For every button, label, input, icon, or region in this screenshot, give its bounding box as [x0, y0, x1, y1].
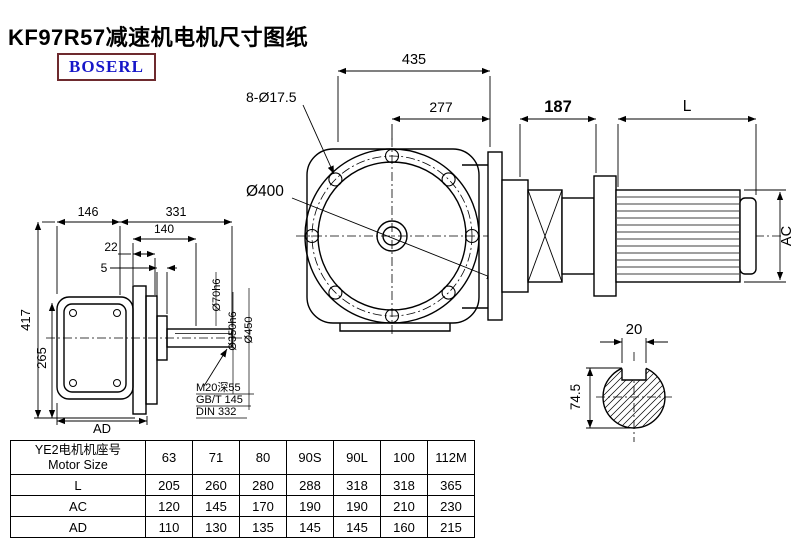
row-label-l: L: [10, 474, 146, 496]
left-view-outline: [56, 285, 233, 415]
table-cell: 260: [192, 474, 240, 496]
dim-motor-length: L: [683, 98, 692, 115]
front-view-dimensions: [291, 67, 496, 280]
dim-front-inner-width: 277: [429, 99, 453, 115]
dim-bolt-holes: 8-Ø17.5: [246, 89, 297, 105]
dim-keyway-width: 20: [626, 321, 643, 338]
keyway-slot: [622, 362, 646, 380]
table-cell: 318: [333, 474, 381, 496]
table-header-en: Motor Size: [48, 458, 108, 472]
note-standard-din: DIN 332: [196, 406, 236, 418]
motor-fan-cover: [739, 197, 757, 275]
dim-total-length: 331: [166, 205, 187, 219]
dim-front-total-width: 435: [402, 52, 426, 68]
dim-center-height: 265: [34, 347, 49, 369]
table-col-112m: 112M: [427, 440, 475, 475]
shaft-hatching: [603, 366, 665, 428]
boserl-logo: BOSERL: [57, 53, 156, 81]
table-cell: 145: [286, 516, 334, 538]
left-view-dimensions: [34, 218, 254, 425]
dim-hub: 22: [104, 240, 118, 254]
table-col-100: 100: [380, 440, 428, 475]
table-cell: 210: [380, 495, 428, 517]
table-col-80: 80: [239, 440, 287, 475]
table-cell: 145: [333, 516, 381, 538]
dim-flange-diameter-450: Ø450: [243, 317, 255, 344]
shaft-section-dimensions: [586, 338, 668, 429]
output-shaft: [166, 328, 233, 348]
table-header-cn: YE2电机机座号: [34, 443, 122, 457]
table-col-90s: 90S: [286, 440, 334, 475]
dim-body-width: 146: [78, 205, 99, 219]
table-cell: 288: [286, 474, 334, 496]
row-label-ac: AC: [10, 495, 146, 517]
front-view-outline: [304, 148, 488, 332]
table-cell: 230: [427, 495, 475, 517]
table-cell: 110: [145, 516, 193, 538]
note-tap-hole: M20深55: [196, 381, 241, 394]
table-cell: 145: [192, 495, 240, 517]
dim-motor-diameter-ac: AC: [779, 226, 795, 246]
table-header-motor-size: YE2电机机座号 Motor Size: [10, 440, 146, 475]
table-cell: 160: [380, 516, 428, 538]
table-cell: 318: [380, 474, 428, 496]
side-assembly-outline: [487, 151, 757, 321]
dim-flange-offset: 140: [154, 222, 174, 236]
flange-bolt-holes: [304, 148, 480, 324]
side-assembly-dimensions: [519, 115, 786, 283]
motor-cooling-fins: [617, 196, 739, 275]
dim-section-height: 74.5: [568, 384, 583, 410]
dim-spigot-diameter: Ø350h6: [227, 311, 239, 350]
page-title: KF97R57减速机电机尺寸图纸: [8, 24, 309, 50]
side-assembly-labels: 187 L AC: [544, 98, 795, 246]
table-row-ac: AC 120 145 170 190 190 210 230: [10, 495, 475, 517]
table-cell: 280: [239, 474, 287, 496]
row-label-ad: AD: [10, 516, 146, 538]
motor-size-table: YE2电机机座号 Motor Size 63 71 80 90S 90L 100…: [10, 440, 475, 538]
dim-adapter-length: 187: [544, 98, 572, 116]
table-header-row: YE2电机机座号 Motor Size 63 71 80 90S 90L 100…: [10, 440, 475, 475]
table-cell: 190: [286, 495, 334, 517]
shaft-section: 20 74.5: [568, 321, 668, 429]
table-col-71: 71: [192, 440, 240, 475]
table-col-63: 63: [145, 440, 193, 475]
table-cell: 205: [145, 474, 193, 496]
table-cell: 130: [192, 516, 240, 538]
dim-flange-diameter: Ø400: [246, 183, 284, 200]
table-cell: 215: [427, 516, 475, 538]
table-cell: 190: [333, 495, 381, 517]
dim-motor-ad: AD: [93, 421, 111, 436]
table-row-ad: AD 110 130 135 145 145 160 215: [10, 516, 475, 538]
front-view-labels: 435 8-Ø17.5 277 Ø400: [246, 52, 453, 200]
table-cell: 170: [239, 495, 287, 517]
table-cell: 120: [145, 495, 193, 517]
dim-shaft-diameter: Ø70h6: [211, 278, 223, 311]
table-col-90l: 90L: [333, 440, 381, 475]
left-view-bolts: [69, 309, 121, 387]
note-standard-gb: GB/T 145: [196, 394, 243, 406]
table-cell: 135: [239, 516, 287, 538]
dim-total-height: 417: [18, 309, 33, 331]
left-view-labels: 146 331 140 22 5 417 265 AD Ø70h6 Ø350h6…: [18, 205, 255, 436]
table-cell: 365: [427, 474, 475, 496]
table-row-l: L 205 260 280 288 318 318 365: [10, 474, 475, 496]
dim-gap: 5: [101, 261, 108, 275]
